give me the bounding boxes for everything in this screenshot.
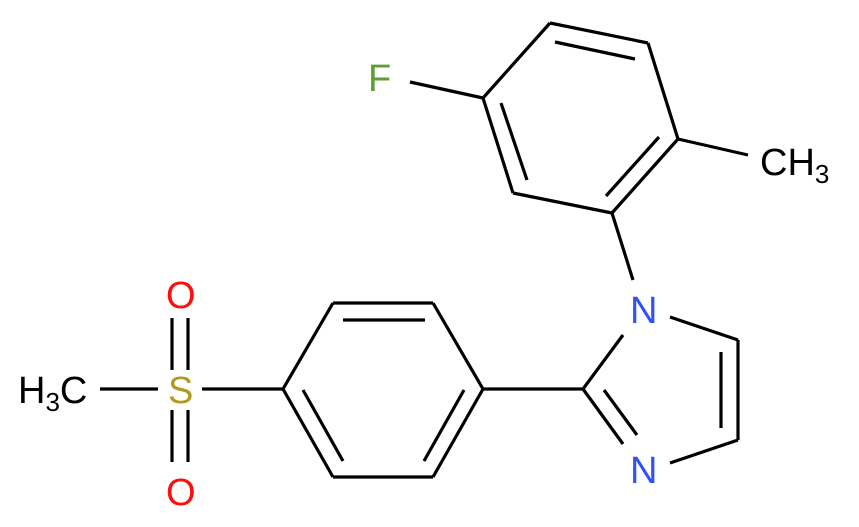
- nitrogen-1-label: N: [630, 290, 657, 332]
- fluorine-label: F: [368, 58, 391, 100]
- sulfonyl-group: [100, 318, 190, 462]
- fluoro-methyl-phenyl-ring: [409, 21, 749, 281]
- sulfur-label: S: [168, 370, 193, 412]
- nitrogen-3-label: N: [630, 450, 657, 492]
- methylsulfonyl-methyl-label: H3C: [18, 370, 87, 417]
- oxygen-top-label: O: [166, 275, 196, 317]
- imidazole-ring: [483, 315, 740, 465]
- methyl-label: CH3: [760, 142, 829, 189]
- sulfonyl-phenyl-ring: [202, 301, 485, 479]
- oxygen-bottom-label: O: [166, 472, 196, 514]
